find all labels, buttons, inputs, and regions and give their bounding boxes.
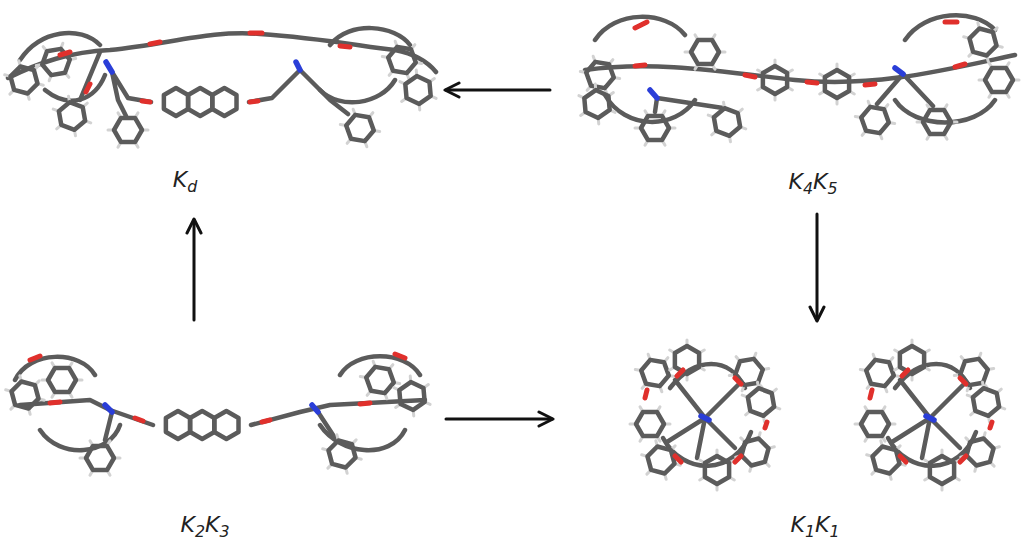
label-part: K <box>173 167 187 192</box>
oxygen-bond <box>635 22 965 85</box>
ring <box>387 372 438 420</box>
molecule-label: K1K1 <box>788 512 841 538</box>
ring <box>47 93 96 139</box>
label-part: K <box>180 512 194 537</box>
label-part: K <box>788 169 802 194</box>
molecule-node: K4K5 <box>552 0 1024 212</box>
reaction-arrow <box>816 214 819 320</box>
molecule-k1 <box>630 335 786 495</box>
ring <box>852 99 897 140</box>
ring <box>108 113 148 148</box>
molecule-k4k5 <box>572 15 1019 145</box>
ring <box>635 111 675 146</box>
label-part: 1 <box>829 522 839 541</box>
ring <box>337 107 382 148</box>
label-part: 4 <box>803 179 813 198</box>
ring <box>33 41 78 82</box>
nitrogen-atom <box>106 62 300 72</box>
ring <box>318 432 366 476</box>
molecule-node: Kd <box>0 0 444 218</box>
molecule-k1k1 <box>630 335 1011 495</box>
ring <box>979 63 1019 98</box>
ring <box>80 441 120 476</box>
ring <box>357 359 402 400</box>
ring <box>393 66 444 114</box>
oxygen-bond <box>30 354 405 422</box>
label-part: 5 <box>827 179 837 198</box>
anthracene-ring <box>206 85 242 120</box>
label-part: K <box>815 512 829 537</box>
ring <box>572 80 623 128</box>
molecule-label: K4K5 <box>786 169 839 195</box>
label-part: 2 <box>195 522 205 541</box>
label-part: 3 <box>219 522 229 541</box>
ring <box>917 105 957 140</box>
molecule-node: K2K3 <box>0 322 444 552</box>
ring <box>577 54 622 95</box>
nitrogen-atom <box>105 405 318 412</box>
molecule-k1 <box>855 335 1011 495</box>
reaction-arrow <box>446 89 550 92</box>
oxygen-bond <box>60 33 350 102</box>
nitrogen-atom <box>650 68 903 98</box>
label-part: d <box>187 177 197 196</box>
molecule-k2k3 <box>1 354 437 476</box>
ring <box>42 363 82 398</box>
label-part: 1 <box>805 522 815 541</box>
ring <box>702 99 751 145</box>
reaction-arrow <box>446 418 552 421</box>
ring <box>749 55 801 105</box>
molecule-label: Kd <box>171 167 200 193</box>
molecule-kd <box>0 28 443 148</box>
ring <box>685 35 725 70</box>
bond-chain <box>585 55 1015 82</box>
anthracene-ring <box>208 408 244 443</box>
crown-loop <box>595 15 995 122</box>
label-part: K <box>205 512 219 537</box>
label-part: K <box>813 169 827 194</box>
molecule-node: K1K1 <box>554 322 1024 552</box>
ring <box>959 20 1007 64</box>
bond-chain <box>655 74 933 112</box>
reaction-arrow <box>193 220 196 320</box>
bond-chain <box>8 33 436 78</box>
molecule-label: K2K3 <box>178 512 231 538</box>
label-part: K <box>790 512 804 537</box>
